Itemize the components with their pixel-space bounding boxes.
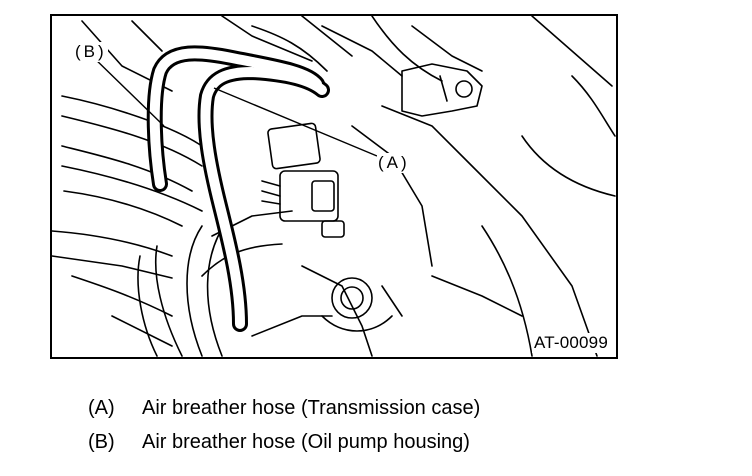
callout-label-b: (B) bbox=[74, 42, 108, 62]
legend-key: (B) bbox=[88, 431, 115, 453]
legend-text: Air breather hose (Oil pump housing) bbox=[142, 431, 470, 453]
legend: (A) Air breather hose (Transmission case… bbox=[88, 398, 480, 466]
figure-id-label: AT-00099 bbox=[531, 333, 610, 353]
legend-text: Air breather hose (Transmission case) bbox=[142, 397, 481, 419]
legend-item: (A) Air breather hose (Transmission case… bbox=[88, 398, 480, 418]
technical-illustration: (B) (A) AT-00099 bbox=[50, 14, 618, 359]
legend-item: (B) Air breather hose (Oil pump housing) bbox=[88, 432, 480, 452]
engine-bay-line-drawing bbox=[52, 16, 616, 357]
callout-label-a: (A) bbox=[377, 153, 411, 173]
legend-key: (A) bbox=[88, 397, 115, 419]
